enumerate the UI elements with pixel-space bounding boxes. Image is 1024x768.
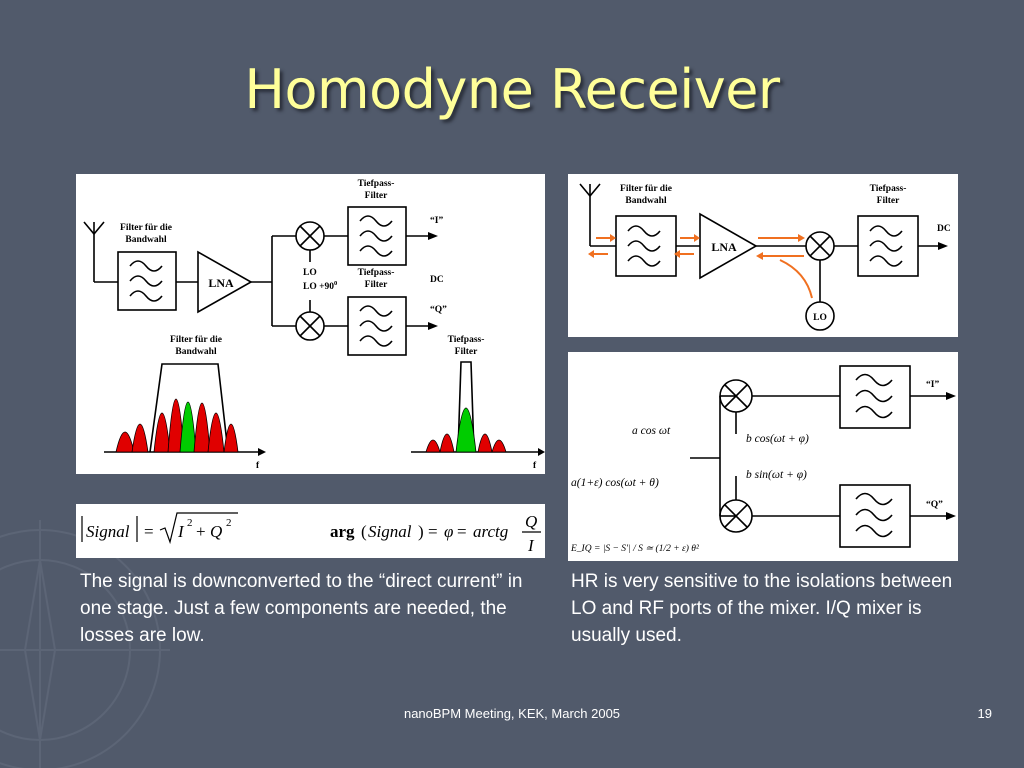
equals-2: = [428,522,438,541]
lo-label: LO [303,268,317,278]
q-exponent: 2 [226,517,232,529]
equals-3: = [457,522,467,541]
axis-f-left: f [256,461,260,471]
dc-label: DC [937,224,951,234]
i-output-label: “I” [926,379,939,390]
paren-open: ( [361,522,367,541]
page-number: 19 [977,706,992,721]
iq-mixer-diagram: a cos ωt a(1+ε) cos(ωt + θ) b cos(ωt + φ… [568,352,958,561]
caption-right: HR is very sensitive to the isolations b… [571,571,953,646]
input-signal-label: a cos ωt [632,425,671,437]
fraction-numerator: Q [525,512,537,531]
q-output-label: “Q” [430,304,447,315]
lowpass-bottom-label-1: Tiefpass- [358,268,395,278]
magnitude-signal: Signal [86,522,130,541]
signal-formula: Signal = I 2 + Q 2 arg ( Signal ) = φ = … [76,504,545,558]
equals-1: = [144,522,154,541]
i-term: I [177,522,185,541]
dc-label: DC [430,275,444,285]
caption-left: The signal is downconverted to the “dire… [80,571,523,646]
lowpass-bottom-label-2: Filter [365,280,388,290]
lo-input-label: a(1+ε) cos(ωt + θ) [571,477,659,489]
lna-label: LNA [711,240,737,254]
arctg: arctg [473,522,508,541]
phi-symbol: φ [444,522,453,541]
lowpass-top-label-1: Tiefpass- [358,179,395,189]
axis-f-right: f [533,461,537,471]
lowpass-label-2: Filter [877,196,900,206]
spectrum-right-title-1: Tiefpass- [448,335,485,345]
lowpass-label-1: Tiefpass- [870,184,907,194]
lo-label: LO [813,313,827,323]
arg-signal: Signal [368,522,412,541]
i-exponent: 2 [187,517,193,529]
fraction-denominator: I [527,536,535,555]
filter-label-2: Bandwahl [125,235,167,245]
spectrum-left-title-2: Bandwahl [175,347,217,357]
q-term: Q [210,522,222,541]
spectrum-right-title-2: Filter [455,347,478,357]
filter-label-2: Bandwahl [625,196,667,206]
branch-top-label: b cos(ωt + φ) [746,433,809,445]
compass-watermark [0,520,170,768]
iq-error-formula: E_IQ = |S − S′| / S ≃ (1/2 + ε) θ² [570,543,699,554]
slide-title: Homodyne Receiver [244,58,780,121]
paren-close: ) [418,522,424,541]
footer-text: nanoBPM Meeting, KEK, March 2005 [403,706,621,721]
lo-leakage-diagram: Filter für die Bandwahl Tiefpass- Filter… [568,174,958,337]
arg-label: arg [330,522,355,541]
spectrum-left-title-1: Filter für die [170,335,222,345]
branch-bottom-label: b sin(ωt + φ) [746,469,807,481]
lowpass-top-label-2: Filter [365,191,388,201]
filter-label-1: Filter für die [120,223,172,233]
q-output-label: “Q” [926,499,943,510]
lna-label: LNA [208,276,234,290]
lo90-label: LO +900 [303,280,337,292]
filter-label-1: Filter für die [620,184,672,194]
plus-sign: + [196,522,206,541]
iq-receiver-diagram: Filter für die Bandwahl Tiefpass- Filter… [76,174,545,474]
i-output-label: “I” [430,215,443,226]
